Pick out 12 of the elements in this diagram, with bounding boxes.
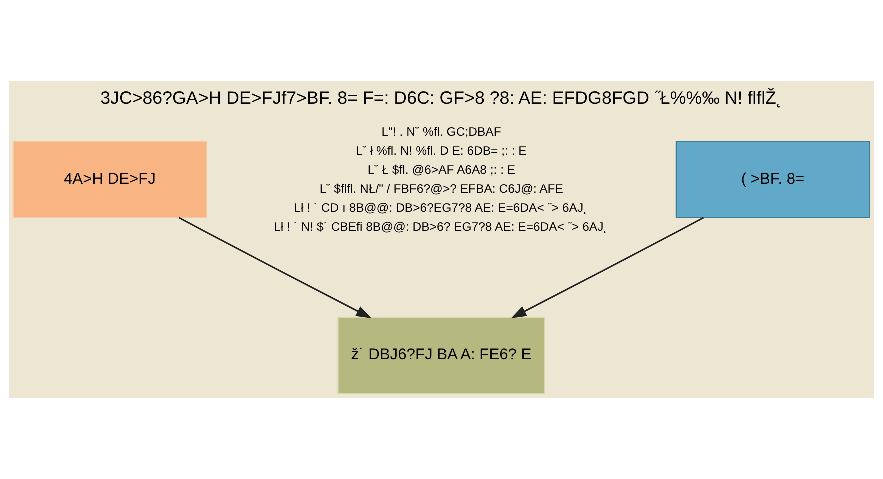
- node-box: ž˙ DBJ6?FJ BA A: FE6? E: [338, 317, 546, 394]
- node-box: ( >BF. 8=: [676, 141, 870, 218]
- label: L˘ $flfl. NŁ/" / FBF6?@>? EFBA: C6J@: AFE: [320, 182, 564, 196]
- arrow: [178, 217, 372, 319]
- label: L˘ Ł $fl. @6>AF A6A8 ;: : E: [368, 162, 516, 177]
- label: L"! . N˘ %fl. GC;DBAF: [382, 125, 502, 140]
- node-box: 4A>H DE>FJ: [12, 141, 208, 218]
- arrow: [511, 217, 704, 319]
- label: L˘ ł %fl. N! %fl. D E: 6DB= ;: : E: [356, 144, 527, 158]
- diagram-title: 3JC>86?GA>H DE>FJf7>BF. 8= F=: D6C: GF>8 ?8: AE: EFDG8FGD ˝Ł%%‰ N! flflŽ˛: [100, 88, 782, 108]
- label: Lł ! ˙ CD ı 8B@@: DB>6?EG7?8 AE: E=6DA< ˝> 6AJ˛: [294, 200, 588, 215]
- label: Lł ! ˙ N! $˙ CBEfi 8B@@: DB>6? EG7?8 AE: E=6DA< ˝> 6AJ˛: [274, 220, 608, 234]
